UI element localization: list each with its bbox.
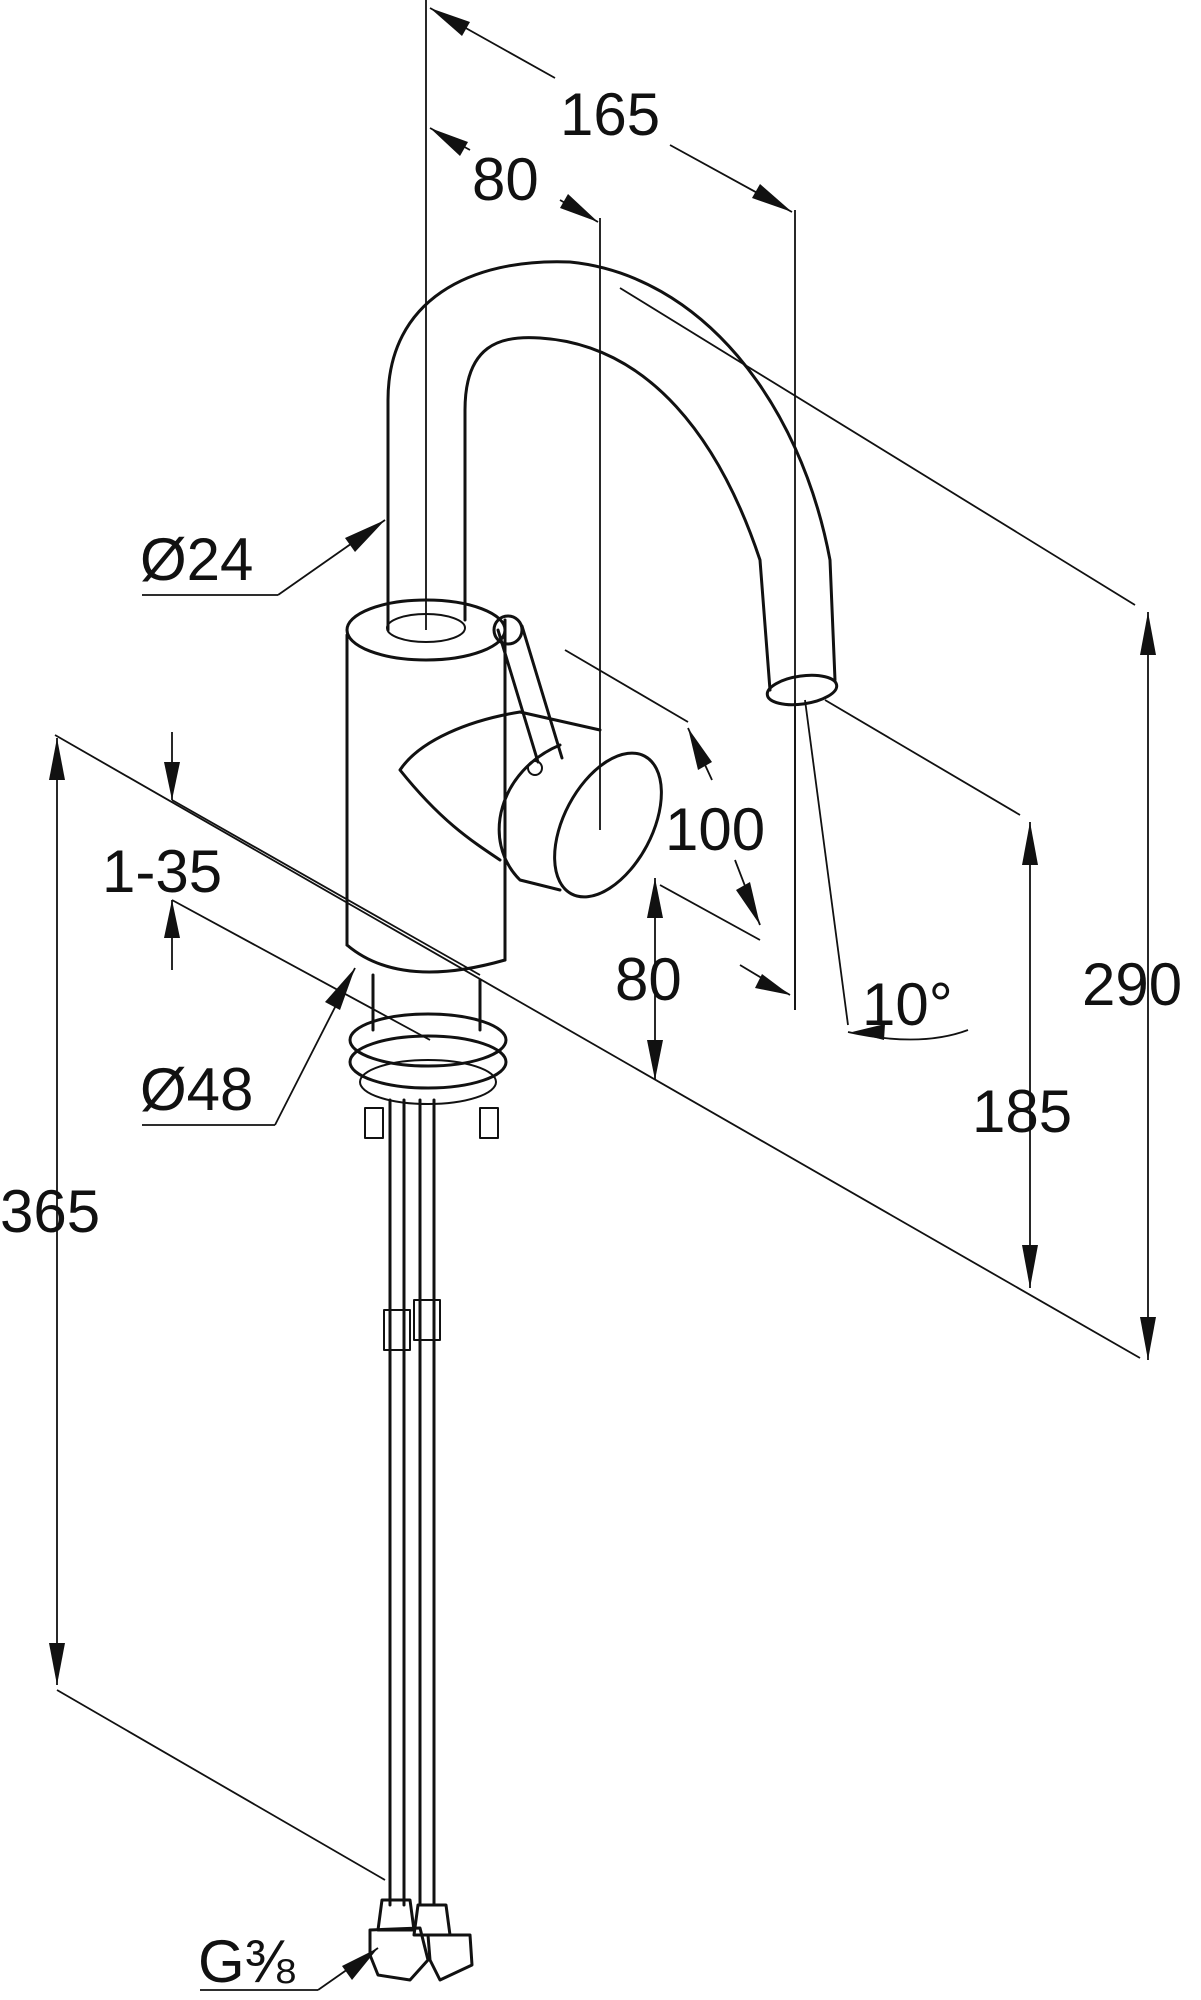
dimension-spout-offset: 80 bbox=[429, 127, 601, 830]
faucet-body bbox=[345, 598, 507, 974]
dimension-outlet-height: 185 bbox=[824, 699, 1072, 1288]
dimension-deck-thickness: 1-35 bbox=[102, 732, 481, 1041]
dim-label-365: 365 bbox=[0, 1178, 100, 1245]
dimension-total-height: 290 bbox=[619, 287, 1182, 1360]
dimension-spout-diameter: Ø24 bbox=[140, 519, 386, 596]
faucet-spout bbox=[386, 260, 839, 707]
dim-label-185: 185 bbox=[972, 1078, 1072, 1145]
dimension-base-diameter: Ø48 bbox=[140, 967, 356, 1126]
dimension-lever-length: 100 bbox=[564, 649, 765, 941]
dim-label-o48: Ø48 bbox=[140, 1056, 253, 1123]
dimension-connection-thread: G⅜ bbox=[198, 1928, 379, 1995]
supply-hoses bbox=[368, 1098, 474, 1982]
dim-label-165: 165 bbox=[560, 81, 660, 148]
dimension-spout-angle: 10° bbox=[739, 699, 969, 1041]
faucet-lever bbox=[398, 614, 663, 899]
dim-label-g38: G⅜ bbox=[198, 1928, 296, 1995]
dim-label-o24: Ø24 bbox=[140, 526, 253, 593]
dim-label-10deg: 10° bbox=[862, 971, 953, 1038]
dimension-overall-reach: 165 bbox=[425, 0, 796, 1010]
dim-label-80-bottom: 80 bbox=[615, 946, 682, 1013]
dim-label-100: 100 bbox=[665, 796, 765, 863]
dim-label-1-35: 1-35 bbox=[102, 838, 222, 905]
dim-label-290: 290 bbox=[1082, 951, 1182, 1018]
dimension-body-projection: 80 bbox=[615, 878, 682, 1080]
faucet-base bbox=[348, 973, 508, 1139]
dimension-hose-length: 365 bbox=[0, 734, 1141, 1881]
dim-label-80-top: 80 bbox=[472, 146, 539, 213]
